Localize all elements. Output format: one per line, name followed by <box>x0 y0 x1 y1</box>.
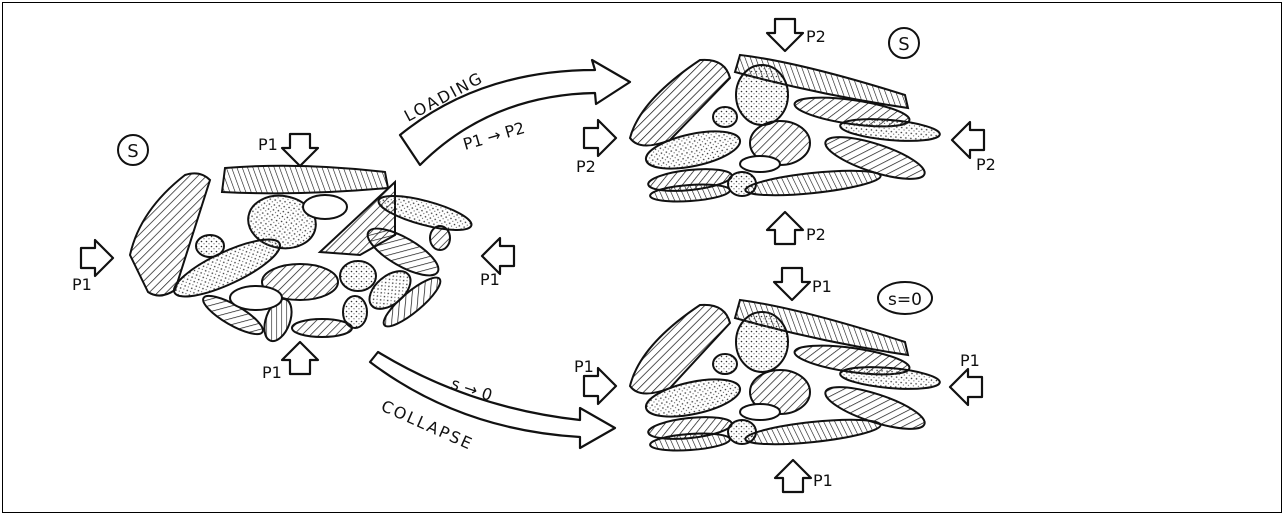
left-arrow-icon <box>952 122 984 158</box>
right-arrow-icon <box>584 120 616 156</box>
up-arrow-icon <box>282 342 318 374</box>
load-label: P1 <box>258 135 278 154</box>
load-label: P2 <box>806 225 826 244</box>
initial-soil-structure <box>130 166 474 345</box>
load-label: P1 <box>812 277 832 296</box>
loaded-suction-label: S <box>889 28 919 58</box>
load-label: P1 <box>574 357 594 376</box>
load-label: P2 <box>806 27 826 46</box>
svg-text:S: S <box>898 34 909 55</box>
load-label: P1 <box>960 351 980 370</box>
load-label: P1 <box>813 471 833 490</box>
initial-suction-label: S <box>118 135 148 165</box>
load-label: P2 <box>976 155 996 174</box>
collapsed-suction-label: s=0 <box>878 282 932 314</box>
svg-text:S: S <box>127 141 138 162</box>
load-label: P1 <box>480 270 500 289</box>
left-arrow-icon <box>482 238 514 274</box>
collapsed-soil-structure <box>630 300 941 453</box>
loading-transition-arrow: LOADING P1 → P2 <box>400 60 630 165</box>
down-arrow-icon <box>774 268 810 300</box>
up-arrow-icon <box>767 212 803 244</box>
left-arrow-icon <box>950 369 982 405</box>
down-arrow-icon <box>767 19 803 51</box>
load-label: P1 <box>262 363 282 382</box>
up-arrow-icon <box>775 460 811 492</box>
loaded-soil-structure <box>630 55 941 204</box>
load-label: P1 <box>72 275 92 294</box>
load-label: P2 <box>576 157 596 176</box>
svg-text:s=0: s=0 <box>888 290 922 310</box>
down-arrow-icon <box>282 134 318 166</box>
right-arrow-icon <box>81 240 113 276</box>
